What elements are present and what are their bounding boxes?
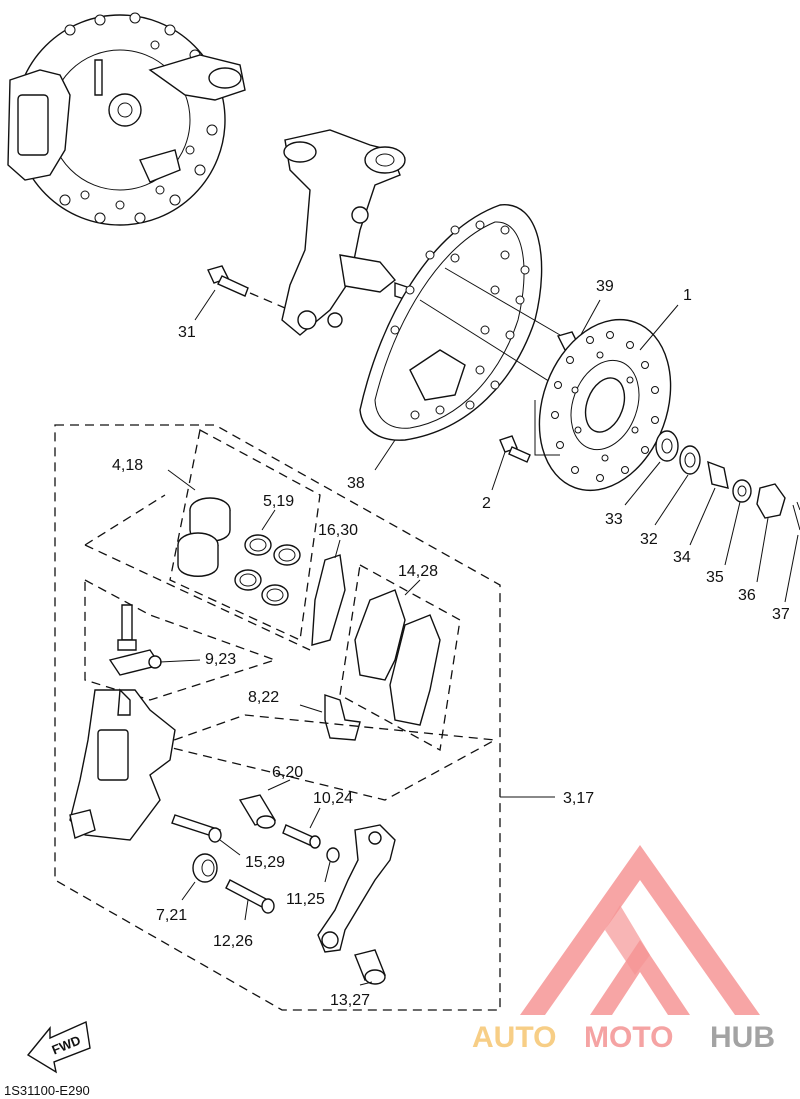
bleed-screw-9-23: [108, 604, 201, 676]
connector-line-b: [84, 544, 311, 651]
label-12-26: 12,26: [213, 933, 253, 950]
leader-33: [624, 461, 661, 506]
steering-knuckle: [281, 129, 441, 336]
leader-35: [724, 501, 741, 566]
label-10-24: 10,24: [313, 790, 353, 807]
leader-31: [194, 289, 216, 321]
leader-37: [784, 534, 799, 603]
pad-shim-16-30: [311, 539, 346, 646]
washer-11-25: [324, 847, 340, 883]
leader-34: [689, 487, 716, 546]
watermark-hub: HUB: [710, 1021, 775, 1054]
piston-group-outline: [169, 429, 321, 641]
label-3-17: 3,17: [563, 790, 594, 807]
seal-7-21: [181, 853, 218, 901]
leader-36: [756, 517, 769, 583]
disc-cover-38: [359, 204, 561, 441]
leader-2: [491, 451, 506, 491]
bushing-13-27: [354, 949, 386, 986]
leader-1: [639, 304, 679, 351]
label-16-30: 16,30: [318, 522, 358, 539]
pad-group-outline: [339, 563, 461, 752]
label-34: 34: [673, 549, 691, 566]
label-8-22: 8,22: [248, 689, 279, 706]
label-32: 32: [640, 531, 658, 548]
bolt-10-24: [282, 807, 321, 849]
label-37: 37: [772, 606, 790, 623]
bracket-group-outline: [157, 714, 498, 801]
label-14-28: 14,28: [398, 563, 438, 580]
hub-parts-33-37: [655, 430, 800, 531]
label-6-20: 6,20: [272, 764, 303, 781]
label-36: 36: [738, 587, 756, 604]
label-1: 1: [683, 287, 692, 304]
label-4-18: 4,18: [112, 457, 143, 474]
label-35: 35: [706, 569, 724, 586]
label-11-25: 11,25: [286, 891, 325, 908]
label-15-29: 15,29: [245, 854, 285, 871]
bolt-31: [207, 265, 286, 309]
pistons-4-18: [177, 497, 231, 577]
bushing-6-20: [238, 779, 291, 829]
leader-38: [374, 439, 396, 471]
label-38: 38: [347, 475, 365, 492]
watermark-moto: MOTO: [584, 1021, 673, 1054]
label-5-19: 5,19: [263, 493, 294, 510]
caliper-body: [69, 688, 176, 841]
label-9-23: 9,23: [205, 651, 236, 668]
label-33: 33: [605, 511, 623, 528]
assembled-view-inset: [7, 12, 246, 226]
bolt-12-26: [225, 879, 275, 921]
label-39: 39: [596, 278, 614, 295]
pin-15-29: [171, 814, 241, 856]
brake-pads-14-28: [354, 579, 441, 726]
bolt-2: [499, 435, 531, 463]
automotohub-watermark: AUTO MOTO HUB: [472, 845, 775, 1054]
label-7-21: 7,21: [156, 907, 187, 924]
label-31: 31: [178, 324, 196, 341]
diagram-code: 1S31100-E290: [4, 1083, 90, 1098]
watermark-auto: AUTO: [472, 1021, 556, 1054]
label-2: 2: [482, 495, 491, 512]
caliper-bracket: [317, 824, 396, 953]
bleed-screw-outline: [84, 578, 278, 701]
fwd-arrow-icon: FWD: [26, 1020, 91, 1074]
brake-disc-1: [534, 318, 672, 492]
leader-32: [654, 474, 689, 526]
seals-5-19: [234, 509, 301, 606]
connector-line-a: [84, 494, 166, 546]
watermark-logo-icon: [520, 845, 760, 1015]
label-13-27: 13,27: [330, 992, 370, 1009]
